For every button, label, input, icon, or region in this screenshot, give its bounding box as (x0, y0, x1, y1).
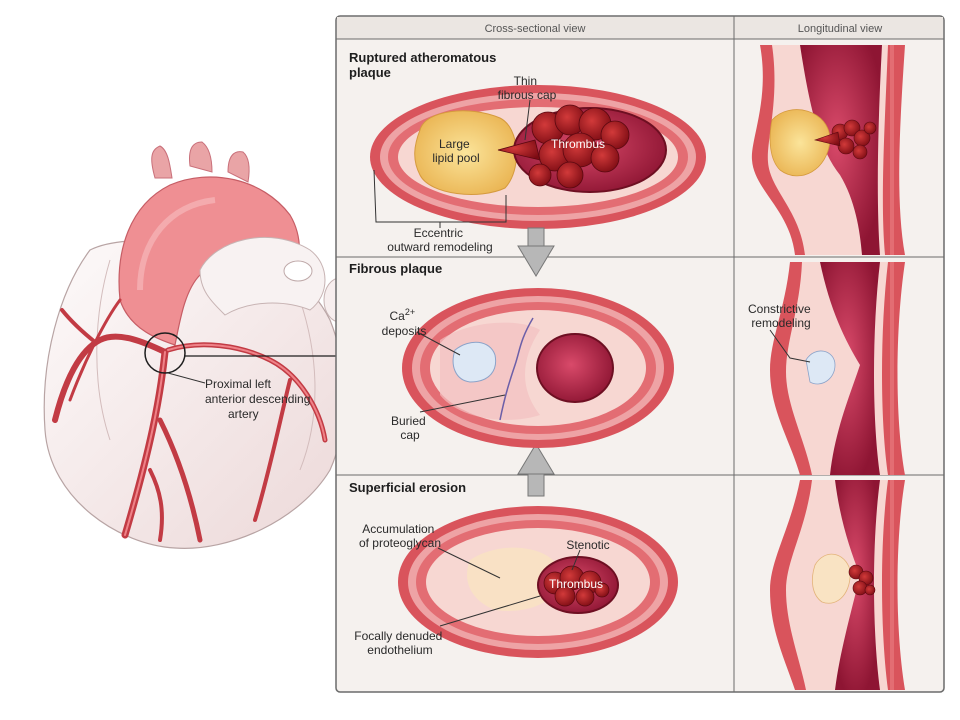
panel-erosion: Superficial erosion Stenotic Thrombus Ac… (349, 480, 905, 690)
ca-deposits-shape (452, 341, 497, 383)
ruptured-title: Ruptured atheromatous plaque (349, 50, 500, 80)
ca-deposits-label: Ca2+ deposits (382, 304, 427, 338)
buried-cap-label: Buried cap (391, 414, 429, 442)
panel-fibrous: Fibrous plaque Ca2+ deposits Buried cap (349, 261, 905, 475)
arrow-down (517, 227, 555, 277)
artery-label: Proximal left anterior descending artery (205, 377, 314, 421)
header-longitudinal: Longitudinal view (798, 23, 882, 35)
remodeling-label: Eccentric outward remodeling (387, 226, 492, 254)
arrow-up (517, 443, 555, 497)
longitudinal-erosion (770, 480, 905, 690)
magnifier-circle (144, 332, 186, 374)
heart-illustration: Proximal left anterior descending artery (43, 141, 357, 549)
constrictive-label: Constrictive remodeling (748, 302, 814, 330)
fibrous-title: Fibrous plaque (349, 261, 442, 276)
lipid-pool-label: Large lipid pool (432, 137, 479, 165)
lumen-fibrous (536, 333, 614, 403)
header-cross-sectional: Cross-sectional view (485, 23, 586, 35)
longitudinal-ruptured (751, 45, 905, 255)
thrombus-label-ruptured: Thrombus (551, 137, 605, 151)
thin-cap-label: Thin fibrous cap (498, 74, 557, 102)
panel-ruptured: Ruptured atheromatous plaque Thin fibrou… (349, 45, 905, 255)
thrombus-ruptured (497, 104, 630, 189)
longitudinal-fibrous: Constrictive remodeling (748, 262, 905, 475)
denuded-label: Focally denuded endothelium (354, 629, 445, 657)
lipid-pool-shape (414, 110, 517, 195)
thrombus-erosion (543, 565, 610, 607)
proteoglycan-label: Accumulation of proteoglycan (359, 522, 441, 550)
stenotic-label: Stenotic (566, 538, 609, 552)
thrombus-label-erosion: Thrombus (549, 577, 603, 591)
erosion-title: Superficial erosion (349, 480, 466, 495)
